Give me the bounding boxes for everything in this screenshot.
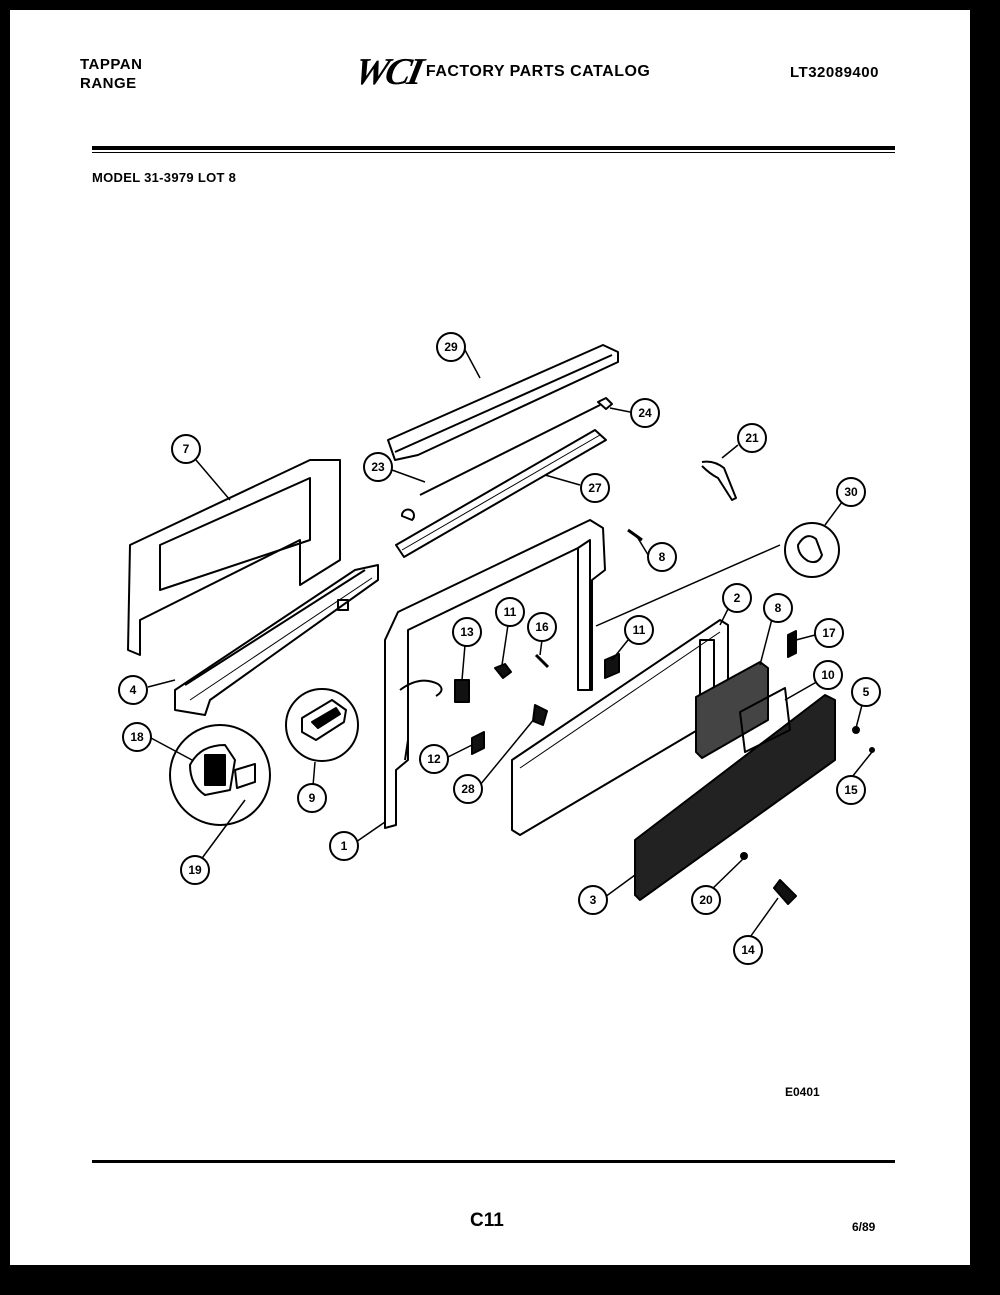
brand-name: TAPPAN [80,56,143,73]
date-code: 6/89 [852,1220,876,1234]
svg-text:29: 29 [444,340,458,354]
footer-rule [92,1160,895,1163]
svg-text:15: 15 [844,783,858,797]
detail-circle-30 [784,522,840,578]
svg-text:18: 18 [130,730,144,744]
brand-block: TAPPAN RANGE [80,55,142,93]
callout-19: 19 [180,855,210,885]
svg-text:8: 8 [659,550,666,564]
svg-text:4: 4 [130,683,137,697]
part-clock [695,661,769,759]
callout-12: 12 [419,744,449,774]
svg-text:14: 14 [741,943,755,957]
callout-29: 29 [436,332,466,362]
svg-text:16: 16 [535,620,549,634]
svg-text:10: 10 [821,668,835,682]
svg-text:1: 1 [341,839,348,853]
callout-11-left: 11 [495,597,525,627]
svg-text:30: 30 [844,485,858,499]
callout-21: 21 [737,423,767,453]
callout-30: 30 [836,477,866,507]
detail-circle-9 [285,688,359,762]
svg-text:24: 24 [638,406,652,420]
callout-28: 28 [453,774,483,804]
callout-18: 18 [122,722,152,752]
svg-text:8: 8 [775,601,782,615]
svg-text:21: 21 [745,431,759,445]
svg-text:13: 13 [460,625,474,639]
svg-text:28: 28 [461,782,475,796]
header-rule-thin [92,152,895,153]
catalog-heading: WCI FACTORY PARTS CATALOG [351,50,651,94]
svg-text:2: 2 [734,591,741,605]
catalog-sheet [10,10,970,1265]
callout-labels: 29 24 21 7 23 27 30 8 2 8 17 11 13 16 11… [118,332,881,965]
part-trim-panel [634,694,836,901]
svg-text:7: 7 [183,442,190,456]
callout-3: 3 [578,885,608,915]
callout-5: 5 [851,677,881,707]
callout-1: 1 [329,831,359,861]
callout-15: 15 [836,775,866,805]
svg-text:3: 3 [590,893,597,907]
svg-text:27: 27 [588,481,602,495]
callout-17: 17 [814,618,844,648]
product-type: RANGE [80,75,137,92]
callout-24: 24 [630,398,660,428]
callout-7: 7 [171,434,201,464]
callout-23: 23 [363,452,393,482]
callout-16: 16 [527,612,557,642]
svg-text:19: 19 [188,863,202,877]
model-line: MODEL 31-3979 LOT 8 [92,170,237,185]
callout-14: 14 [733,935,763,965]
part-top-trim [387,344,619,461]
callout-9: 9 [297,783,327,813]
page-code: C11 [470,1210,504,1231]
svg-text:11: 11 [504,605,517,619]
callout-20: 20 [691,885,721,915]
header-rule [92,146,895,150]
svg-text:9: 9 [309,791,316,805]
catalog-title: FACTORY PARTS CATALOG [425,63,651,80]
callout-27: 27 [580,473,610,503]
callout-2: 2 [722,583,752,613]
diagram-code: E0401 [785,1085,820,1099]
svg-text:11: 11 [633,623,646,637]
callout-13: 13 [452,617,482,647]
part-clock-overlay [739,687,791,753]
part-trim-strip [395,429,607,558]
part-end-panel [127,459,341,656]
svg-text:12: 12 [427,752,441,766]
svg-text:17: 17 [822,626,836,640]
callout-11-right: 11 [624,615,654,645]
svg-text:23: 23 [371,460,385,474]
part-lower-channel [174,564,379,716]
callout-4: 4 [118,675,148,705]
part-backguard-frame [384,519,606,829]
callout-8-lower: 8 [763,593,793,623]
catalog-number: LT32089400 [790,64,879,81]
svg-text:20: 20 [699,893,713,907]
svg-text:5: 5 [863,685,870,699]
callout-8-upper: 8 [647,542,677,572]
callout-10: 10 [813,660,843,690]
detail-circle-18 [169,724,271,826]
